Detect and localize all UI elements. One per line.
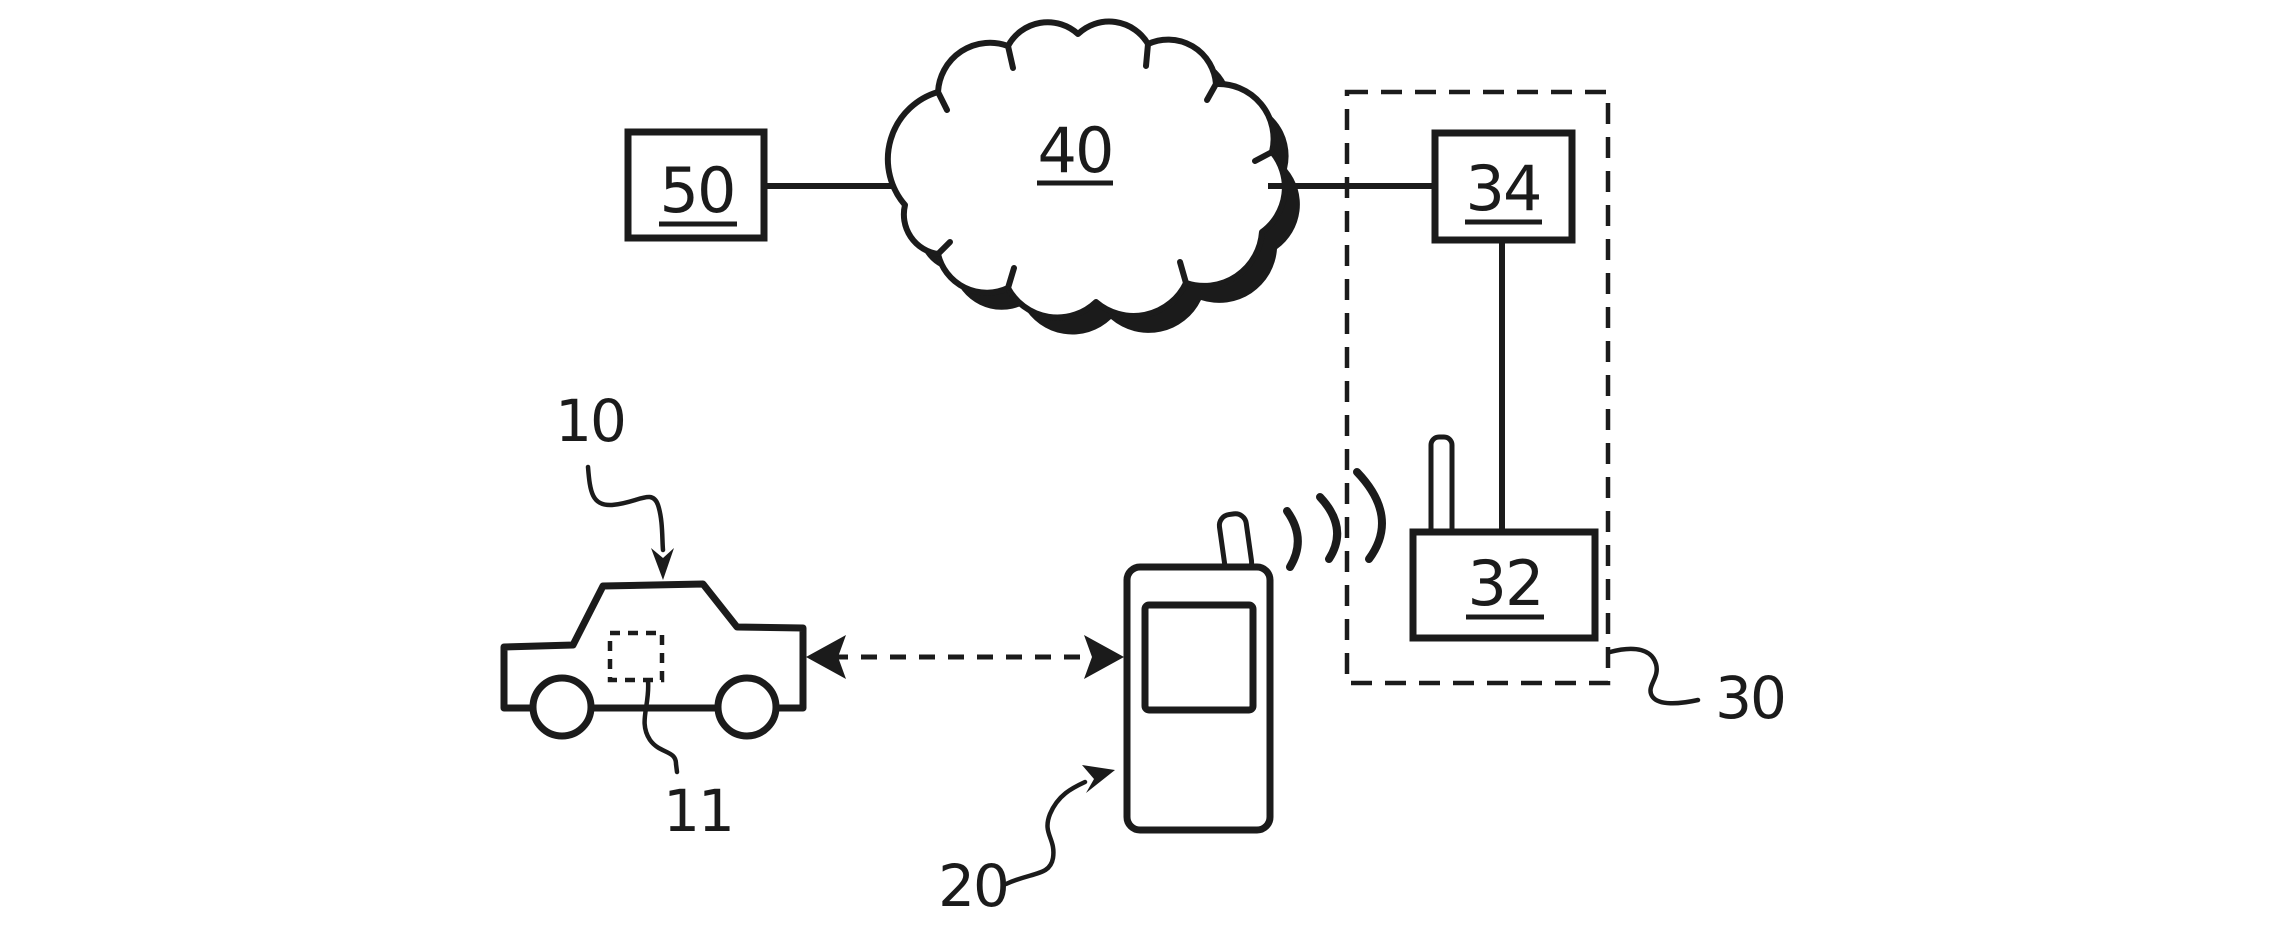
- vehicle-unit-label: 11: [663, 777, 733, 845]
- vehicle-unit-box: [607, 630, 665, 683]
- mobile-phone-leader: [1003, 779, 1088, 887]
- wireless-signal-arcs: [1283, 468, 1386, 571]
- bidirectional-link: [806, 635, 1124, 679]
- cloud-outline: [884, 18, 1288, 321]
- access-point-antenna: [1428, 434, 1455, 540]
- mobile-phone-leader-arrowhead: [1082, 765, 1115, 793]
- vehicle-rear-wheel: [714, 674, 780, 740]
- vehicle-front-wheel: [529, 674, 595, 740]
- vehicle-label: 10: [555, 387, 625, 455]
- system-boundary: 30: [1344, 89, 1787, 732]
- vehicle: 11 10: [500, 387, 807, 845]
- server-box-outline: [624, 128, 768, 242]
- access-point: 32: [1409, 434, 1599, 642]
- access-point-label: 32: [1468, 547, 1543, 620]
- system-boundary-box: [1344, 89, 1611, 686]
- vehicle-body: [500, 580, 807, 712]
- bidirectional-link-right-arrowhead: [1084, 635, 1124, 679]
- cloud-cusp-stubs: [935, 41, 1275, 291]
- system-boundary-label: 30: [1715, 664, 1785, 732]
- mobile-phone: 20: [938, 511, 1274, 920]
- vehicle-leader-arrowhead: [651, 548, 674, 580]
- signal-arc-small: [1283, 507, 1302, 571]
- vehicle-leader: [585, 464, 666, 553]
- network-cloud-label: 40: [1038, 114, 1113, 187]
- gateway-box-label: 34: [1466, 152, 1541, 225]
- network-cloud: 40: [884, 18, 1300, 335]
- bidirectional-link-left-arrowhead: [806, 635, 846, 679]
- server-box-label: 50: [660, 154, 735, 227]
- gateway-box: 34: [1431, 129, 1576, 244]
- mobile-phone-label: 20: [938, 852, 1008, 920]
- signal-arc-medium: [1316, 493, 1342, 563]
- vehicle-unit-leader: [642, 678, 680, 775]
- mobile-phone-screen: [1141, 601, 1257, 714]
- system-boundary-leader: [1607, 646, 1701, 706]
- signal-arc-large: [1353, 468, 1386, 563]
- server-box: 50: [624, 128, 768, 242]
- access-point-box-outline: [1409, 528, 1599, 642]
